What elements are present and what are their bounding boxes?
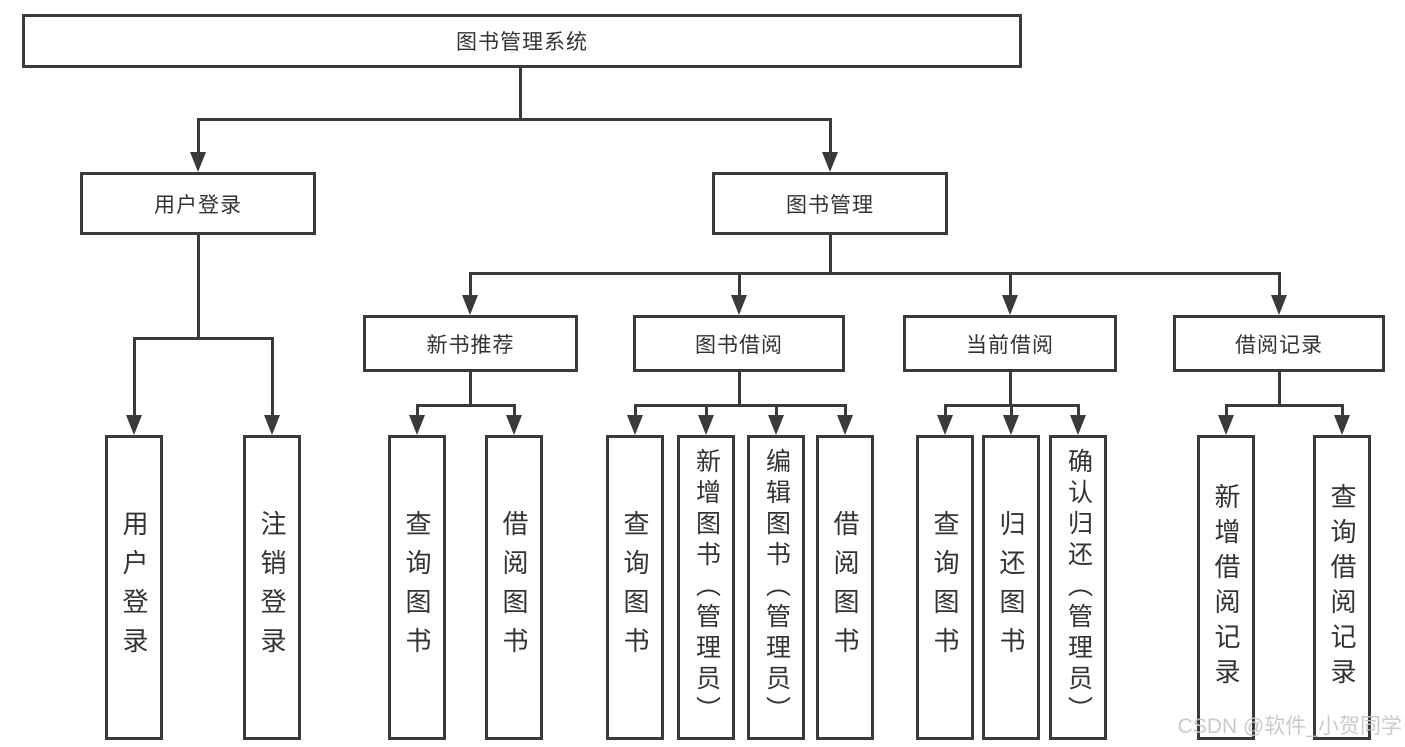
node-label: 用户登录 <box>119 509 149 666</box>
connector-line <box>133 337 274 340</box>
connector-line <box>416 404 419 418</box>
connector-line <box>1009 272 1012 298</box>
connector-line <box>705 404 708 418</box>
leaf-edit-books-admin: 编辑图书（管理员） <box>747 435 805 740</box>
connector-line <box>469 372 472 406</box>
leaf-add-borrow-record: 新增借阅记录 <box>1197 435 1255 740</box>
connector-line <box>1341 404 1344 418</box>
leaf-confirm-return-admin: 确认归还（管理员） <box>1049 435 1107 740</box>
node-label: 确认归还（管理员） <box>1064 448 1093 727</box>
node-user-login: 用户登录 <box>80 172 316 235</box>
arrow-down-icon <box>409 415 425 435</box>
arrow-down-icon <box>698 415 714 435</box>
connector-line <box>469 272 1281 275</box>
leaf-query-books: 查询图书 <box>916 435 974 740</box>
node-book-management: 图书管理 <box>712 172 948 235</box>
connector-line <box>197 235 200 339</box>
node-label: 查询图书 <box>930 509 960 666</box>
arrow-down-icon <box>1002 295 1018 315</box>
connector-line <box>829 235 832 274</box>
connector-line <box>469 272 472 298</box>
leaf-query-books: 查询图书 <box>606 435 664 740</box>
connector-line <box>416 404 516 407</box>
leaf-user-login: 用户登录 <box>105 435 163 740</box>
node-label: 新增借阅记录 <box>1211 482 1241 693</box>
leaf-query-books: 查询图书 <box>388 435 446 740</box>
node-label: 查询图书 <box>402 509 432 666</box>
arrow-down-icon <box>506 415 522 435</box>
connector-line <box>738 272 741 298</box>
connector-line <box>775 404 778 418</box>
arrow-down-icon <box>264 415 280 435</box>
node-library-management-system: 图书管理系统 <box>22 14 1022 68</box>
leaf-add-books-admin: 新增图书（管理员） <box>677 435 735 740</box>
arrow-down-icon <box>190 152 206 172</box>
connector-line <box>513 404 516 418</box>
arrow-down-icon <box>1334 415 1350 435</box>
node-label: 借阅图书 <box>499 509 529 666</box>
node-label: 图书管理系统 <box>456 31 588 54</box>
connector-line <box>944 404 1080 407</box>
leaf-logout: 注销登录 <box>243 435 301 740</box>
arrow-down-icon <box>768 415 784 435</box>
leaf-borrow-books: 借阅图书 <box>485 435 543 740</box>
connector-line <box>271 337 274 418</box>
arrow-down-icon <box>462 295 478 315</box>
node-book-borrowing: 图书借阅 <box>633 315 845 372</box>
connector-line <box>829 118 832 156</box>
connector-line <box>197 118 831 121</box>
arrow-down-icon <box>1003 415 1019 435</box>
node-current-borrowing: 当前借阅 <box>903 315 1117 372</box>
node-label: 注销登录 <box>257 509 287 666</box>
connector-line <box>634 404 847 407</box>
csdn-watermark: CSDN @软件_小贺同学 <box>1177 715 1402 738</box>
leaf-query-borrow-record: 查询借阅记录 <box>1313 435 1371 740</box>
node-label: 图书管理 <box>786 193 874 217</box>
node-new-book-recommend: 新书推荐 <box>363 315 578 372</box>
arrow-down-icon <box>1070 415 1086 435</box>
connector-line <box>1225 404 1228 418</box>
node-label: 归还图书 <box>996 509 1026 666</box>
leaf-return-books: 归还图书 <box>982 435 1040 740</box>
arrow-down-icon <box>731 295 747 315</box>
node-label: 借阅图书 <box>830 509 860 666</box>
arrow-down-icon <box>822 152 838 172</box>
arrow-down-icon <box>937 415 953 435</box>
arrow-down-icon <box>126 415 142 435</box>
node-label: 用户登录 <box>154 193 242 217</box>
connector-line <box>634 404 637 418</box>
connector-line <box>133 337 136 418</box>
arrow-down-icon <box>1218 415 1234 435</box>
connector-line <box>1010 404 1013 418</box>
node-label: 查询图书 <box>620 509 650 666</box>
arrow-down-icon <box>627 415 643 435</box>
connector-line <box>1278 372 1281 406</box>
arrow-down-icon <box>837 415 853 435</box>
node-label: 图书借阅 <box>695 333 783 357</box>
connector-line <box>519 68 522 120</box>
connector-line <box>1077 404 1080 418</box>
node-borrowing-records: 借阅记录 <box>1173 315 1385 372</box>
connector-line <box>1278 272 1281 298</box>
node-label: 查询借阅记录 <box>1327 482 1357 693</box>
connector-line <box>738 372 741 406</box>
connector-line <box>197 118 200 156</box>
connector-line <box>844 404 847 418</box>
node-label: 新增图书（管理员） <box>692 448 721 727</box>
node-label: 编辑图书（管理员） <box>762 448 791 727</box>
leaf-borrow-books: 借阅图书 <box>816 435 874 740</box>
connector-line <box>1225 404 1344 407</box>
node-label: 新书推荐 <box>426 333 515 357</box>
arrow-down-icon <box>1271 295 1287 315</box>
node-label: 当前借阅 <box>966 333 1054 357</box>
connector-line <box>944 404 947 418</box>
connector-line <box>1009 372 1012 406</box>
node-label: 借阅记录 <box>1235 333 1323 357</box>
